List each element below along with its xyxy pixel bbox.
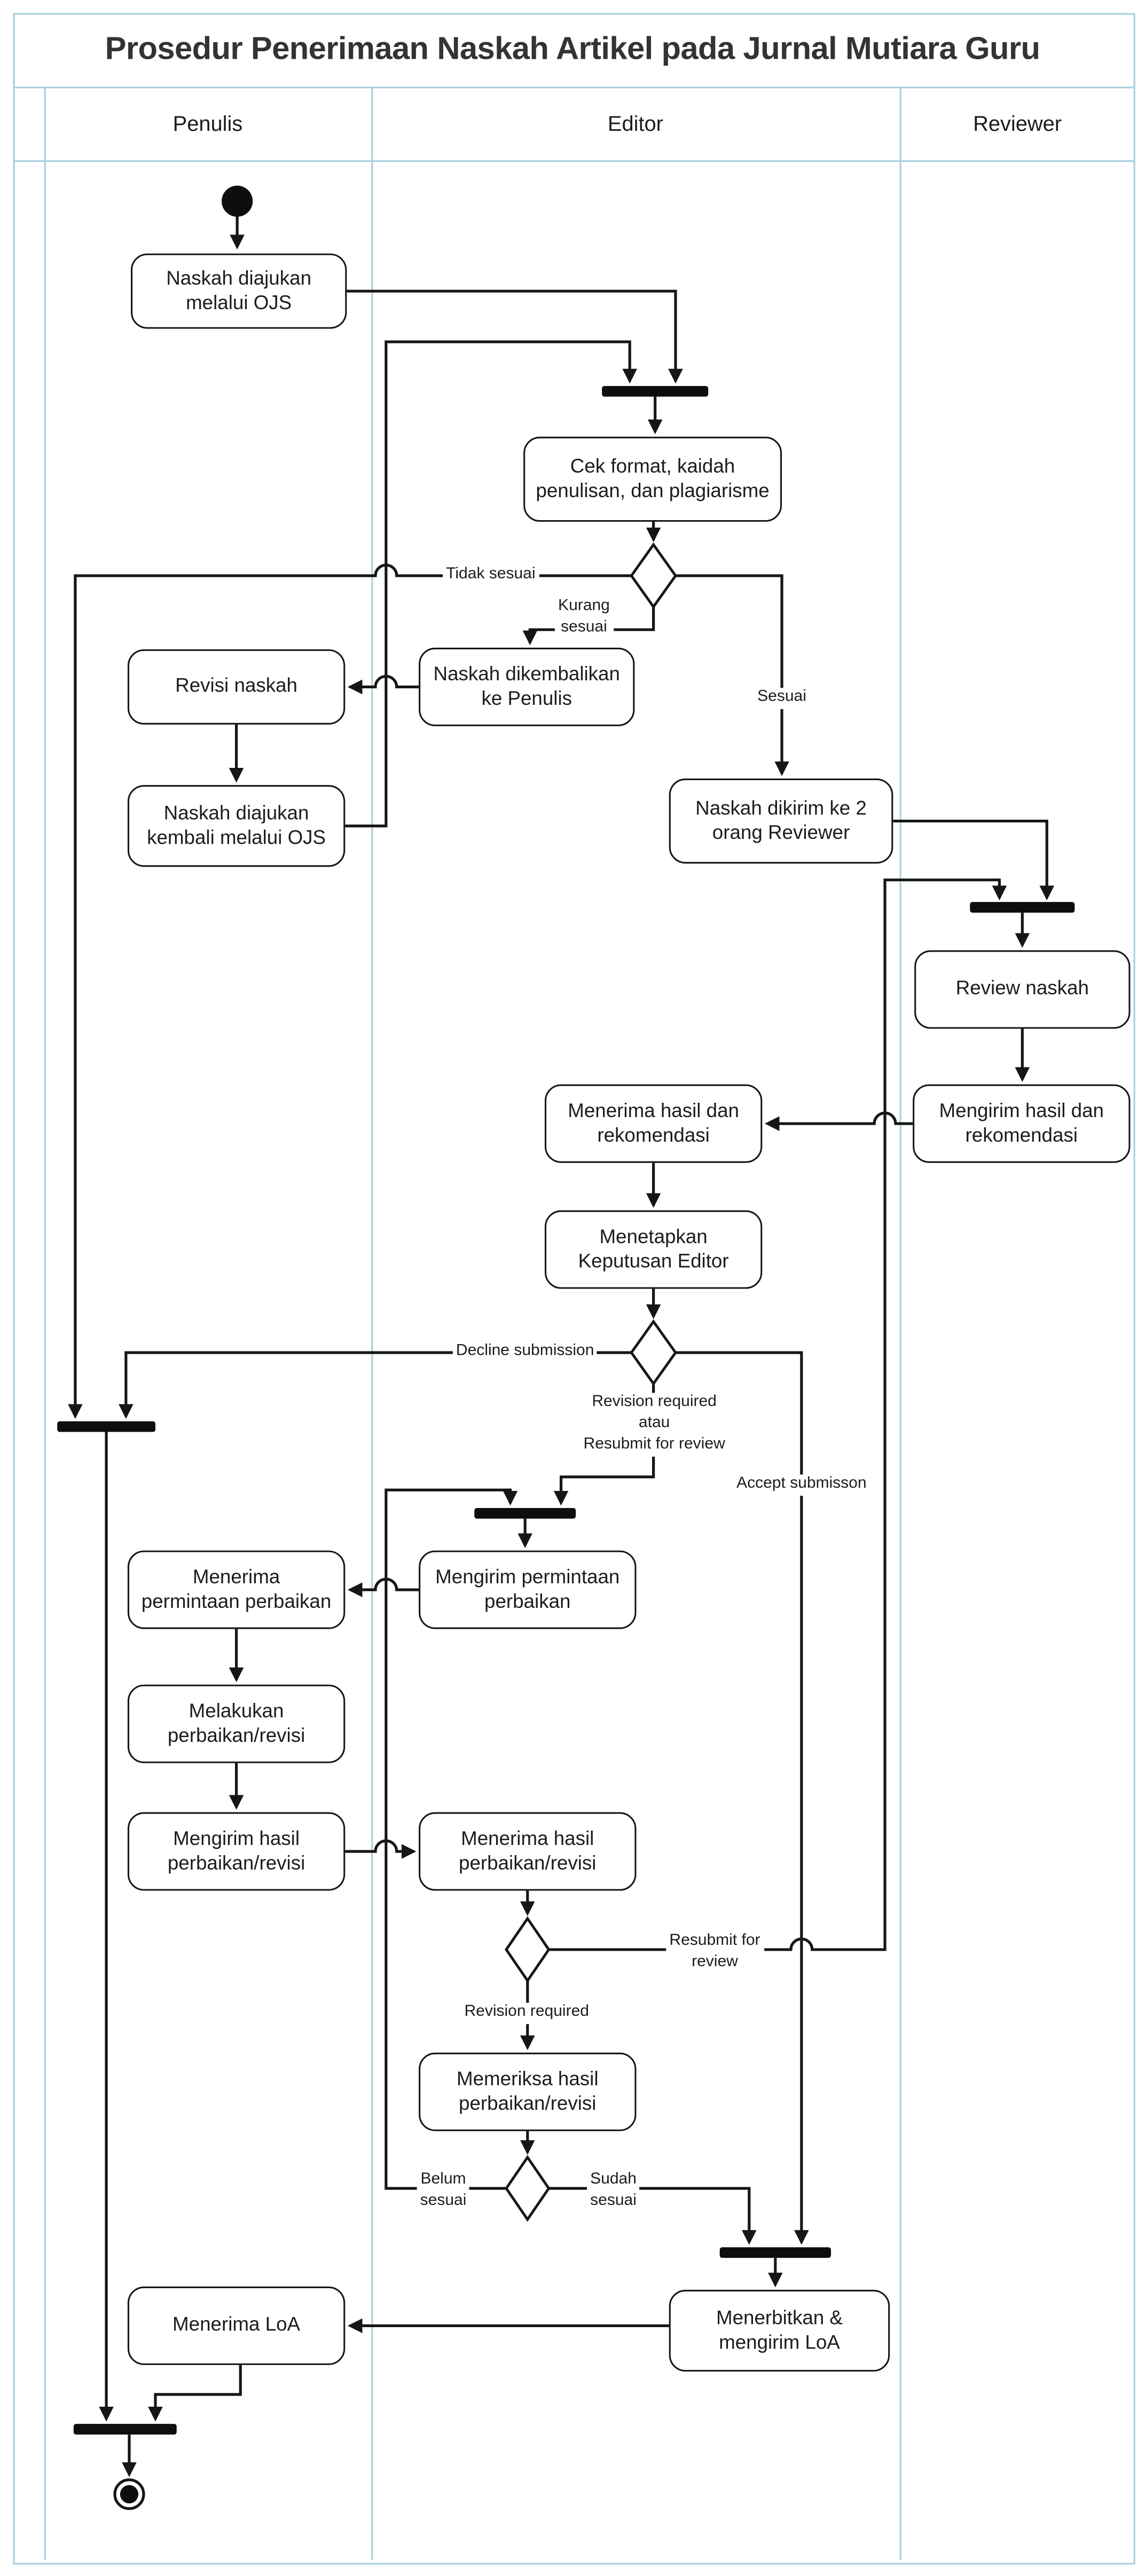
diagram-frame [13, 13, 1135, 2565]
activity-review-naskah: Review naskah [914, 950, 1131, 1029]
final-node-dot [120, 2485, 139, 2504]
guard-decline-submission: Decline submission [452, 1342, 598, 1363]
decision-hasil-perbaikan [504, 1916, 551, 1983]
edge-accept-to-join2 [675, 1351, 809, 2245]
final-node-ring [113, 2478, 145, 2510]
activity-mengirim-hasil-perbaikan: Mengirim hasil perbaikan/revisi [127, 1812, 346, 1891]
guard-sesuai: Sesuai [754, 688, 810, 709]
activity-mengirim-hasil-rekomendasi: Mengirim hasil dan rekomendasi [913, 1084, 1131, 1163]
lane-line-left [44, 88, 46, 2560]
activity-menerima-hasil-perbaikan: Menerima hasil perbaikan/revisi [419, 1812, 637, 1891]
edge-mengirim-hasil-to-menerima-hasil [764, 1111, 913, 1131]
activity-melakukan-perbaikan: Melakukan perbaikan/revisi [127, 1684, 346, 1763]
decision-pemeriksaan [504, 2155, 551, 2222]
activity-menerbitkan-loa: Menerbitkan & mengirim LoA [669, 2290, 890, 2372]
activity-menerima-loa: Menerima LoA [127, 2286, 346, 2365]
lane-header-reviewer: Reviewer [973, 111, 1062, 136]
title-separator-line [13, 87, 1135, 89]
activity-naskah-dikembalikan: Naskah dikembalikan ke Penulis [419, 647, 635, 726]
lane-header-editor: Editor [607, 111, 663, 136]
guard-resubmit-for-review: Resubmit for review [666, 1931, 764, 1974]
fork-bar-reviewer [970, 902, 1075, 913]
lane-line-editor-reviewer [899, 88, 902, 2560]
decision-editor-keputusan [630, 1319, 677, 1386]
edge-menerima-loa-to-join3 [148, 2365, 242, 2422]
guard-revision-required: Revision required [461, 2002, 593, 2024]
guard-kurang-sesuai: Kurang sesuai [554, 597, 613, 640]
initial-node [222, 185, 253, 217]
edge-mengirim-perbaikan-to-menerima-perbaikan [345, 1839, 417, 1859]
activity-revisi-naskah: Revisi naskah [127, 649, 346, 725]
activity-memeriksa-hasil: Memeriksa hasil perbaikan/revisi [419, 2052, 637, 2131]
fork-bar-editor-top [602, 386, 709, 397]
join-bar-editor-bottom [719, 2247, 831, 2258]
edge-naskah-dikembalikan-to-revisi [347, 674, 419, 695]
activity-menetapkan-keputusan: Menetapkan Keputusan Editor [544, 1210, 763, 1289]
join-bar-penulis [57, 1421, 155, 1432]
activity-menerima-permintaan: Menerima permintaan perbaikan [127, 1550, 346, 1629]
edge-sudah-sesuai-to-join2 [548, 2187, 757, 2245]
guard-tidak-sesuai: Tidak sesuai [443, 565, 539, 586]
guard-sudah-sesuai: Sudah sesuai [587, 2170, 640, 2213]
guard-revision-required-atau-resubmit: Revision required atau Resubmit for revi… [580, 1393, 728, 1457]
edge-naskah-kembali-to-fork1 [345, 340, 637, 828]
edge-resubmit-to-fork2 [548, 878, 1007, 1951]
guard-accept-submisson: Accept submisson [733, 1474, 870, 1496]
decision-format-check [630, 542, 677, 609]
edge-tidak-sesuai-to-join1 [68, 563, 632, 1419]
activity-naskah-diajukan-kembali: Naskah diajukan kembali melalui OJS [127, 785, 346, 867]
edge-naskah-diajukan-to-fork1 [347, 289, 683, 384]
diagram-title: Prosedur Penerimaan Naskah Artikel pada … [105, 31, 1040, 67]
edge-sesuai-to-naskah-dikirim [675, 574, 789, 776]
activity-naskah-dikirim: Naskah dikirim ke 2 orang Reviewer [669, 778, 893, 864]
edge-naskah-dikirim-to-fork2 [893, 819, 1055, 901]
header-separator-line [13, 159, 1135, 162]
activity-naskah-diajukan: Naskah diajukan melalui OJS [131, 253, 347, 329]
fork-bar-editor-middle [474, 1507, 576, 1519]
edge-mengirim-permintaan-to-menerima [347, 1577, 419, 1597]
join-bar-penulis-bottom [73, 2424, 177, 2435]
activity-cek-format: Cek format, kaidah penulisan, dan plagia… [523, 436, 782, 522]
activity-mengirim-permintaan: Mengirim permintaan perbaikan [419, 1550, 637, 1629]
lane-line-penulis-editor [371, 88, 374, 2560]
activity-menerima-hasil-rekomendasi: Menerima hasil dan rekomendasi [544, 1084, 763, 1163]
lane-header-penulis: Penulis [172, 111, 243, 136]
guard-belum-sesuai: Belum sesuai [417, 2170, 470, 2213]
